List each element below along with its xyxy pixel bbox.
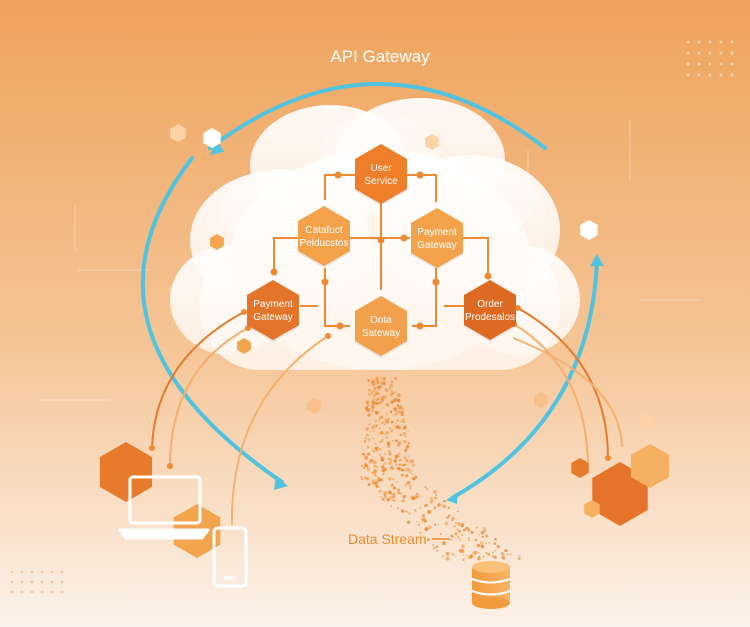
service-label: Payment bbox=[417, 227, 457, 238]
hexagon-icon bbox=[298, 206, 350, 266]
services-layer: UserServiceCatafuctPеlducstosPaymentGate… bbox=[247, 144, 516, 358]
hexagon-icon bbox=[307, 398, 321, 414]
service-label: Service bbox=[364, 176, 398, 187]
smartphone-icon bbox=[212, 526, 248, 588]
service-label: Onta bbox=[370, 315, 392, 326]
hexagon-icon bbox=[411, 208, 463, 268]
arrowhead-icon bbox=[590, 254, 604, 266]
hexagon-icon bbox=[639, 414, 653, 430]
service-label: Catafuct bbox=[305, 225, 342, 236]
data-stream-particles bbox=[360, 376, 521, 561]
arrowhead-icon bbox=[446, 492, 458, 504]
hexagon-icon bbox=[210, 234, 224, 250]
hexagon-icon bbox=[571, 458, 589, 478]
database-icon bbox=[471, 561, 511, 609]
arrowhead-icon bbox=[274, 476, 288, 490]
diagram-title: API Gateway bbox=[330, 47, 430, 66]
hexagon-icon bbox=[203, 128, 221, 148]
service-label: Pеlducstos bbox=[300, 238, 349, 249]
hexagon-icon bbox=[630, 444, 670, 488]
hexagon-icon bbox=[464, 280, 516, 340]
ring-arc-left bbox=[140, 156, 284, 484]
service-label: Gateway bbox=[253, 312, 292, 323]
external-connectors bbox=[151, 307, 623, 526]
service-label: User bbox=[370, 163, 392, 174]
decorative-lines bbox=[40, 120, 700, 401]
connector-nodes bbox=[270, 171, 492, 330]
api-gateway-ring bbox=[140, 82, 599, 500]
dot-grid-top-right bbox=[686, 40, 734, 77]
hexagon-icon bbox=[425, 134, 439, 150]
service-label: Sateway bbox=[362, 328, 400, 339]
service-label: Gateway bbox=[417, 240, 456, 251]
arrowhead-icon bbox=[210, 140, 224, 155]
laptop-icon bbox=[118, 475, 210, 540]
hexagon-icon bbox=[170, 124, 186, 142]
service-label: Order bbox=[477, 299, 503, 310]
service-label: Payment bbox=[253, 299, 293, 310]
ring-arc-top bbox=[208, 82, 547, 150]
hexagon-icon bbox=[584, 500, 600, 518]
floating-hexes bbox=[100, 124, 670, 558]
hexagon-icon bbox=[237, 338, 251, 354]
hexagon-icon bbox=[355, 296, 407, 356]
data-stream-label: Data Stream bbox=[348, 531, 427, 547]
hexagon-icon bbox=[534, 392, 548, 408]
service-label: Prodesalos bbox=[465, 312, 515, 323]
ring-arc-right bbox=[450, 260, 599, 500]
hexagon-icon bbox=[247, 280, 299, 340]
hexagon-icon bbox=[355, 144, 407, 204]
ring-arrowheads bbox=[210, 140, 604, 504]
hexagon-icon bbox=[580, 220, 598, 240]
hexagon-icon bbox=[100, 442, 152, 502]
dot-grid-bottom-left bbox=[10, 570, 64, 594]
